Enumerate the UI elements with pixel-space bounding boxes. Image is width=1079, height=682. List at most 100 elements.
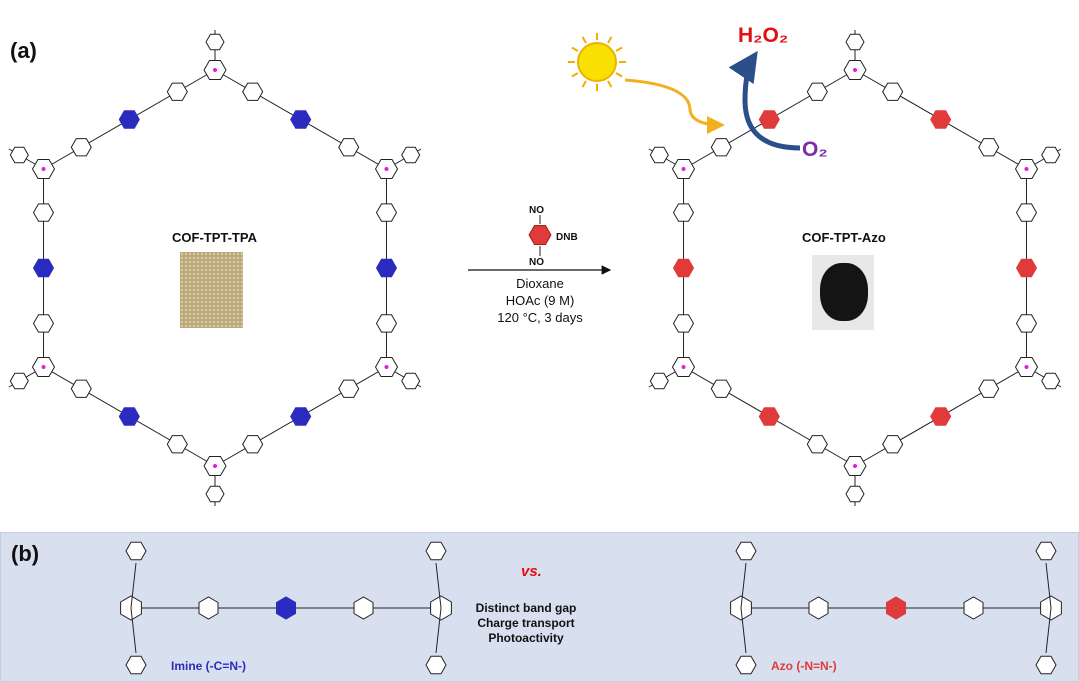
pendant-phenyl-ring xyxy=(401,146,421,164)
azo-linker-ring xyxy=(758,110,780,129)
phenyl-ring xyxy=(375,314,398,333)
sun-ray xyxy=(581,80,587,88)
azo-linker-ring xyxy=(758,407,780,426)
imine-linker-ring xyxy=(290,110,312,129)
o2-label: O₂ xyxy=(802,138,828,161)
phenyl-ring xyxy=(242,435,264,454)
pendant-phenyl-ring xyxy=(649,146,669,164)
azo-linker-ring xyxy=(930,110,952,129)
phenyl-ring xyxy=(70,138,92,157)
pendant-phenyl-ring xyxy=(9,146,29,164)
pendant-phenyl-ring xyxy=(649,372,669,390)
triazine-nitrogen xyxy=(1024,365,1029,369)
pendant-phenyl-ring xyxy=(125,655,147,675)
reagent-bottom-group: NO xyxy=(529,257,544,268)
pendant-phenyl-ring xyxy=(845,33,865,51)
pendant-phenyl-ring xyxy=(1041,372,1061,390)
phenyl-ring xyxy=(710,379,732,398)
triazine-nitrogen xyxy=(41,365,46,369)
triazine-nitrogen xyxy=(384,167,389,171)
pendant-phenyl-ring xyxy=(205,33,225,51)
imine-linker-ring xyxy=(276,596,296,620)
sun-ray xyxy=(607,80,613,88)
phenyl-ring xyxy=(338,379,360,398)
phenyl-ring xyxy=(808,596,829,620)
reagent-name: DNB xyxy=(556,232,578,243)
cof-tpt-azo-powder-photo xyxy=(812,255,874,330)
triazine-nitrogen xyxy=(213,464,217,468)
imine-linker-ring xyxy=(290,407,312,426)
triazine-nitrogen xyxy=(853,464,857,468)
bond xyxy=(740,562,747,609)
phenyl-ring xyxy=(242,82,264,101)
phenyl-ring xyxy=(353,596,374,620)
phenyl-ring xyxy=(70,379,92,398)
panel-a-label: (a) xyxy=(10,38,37,63)
triazine-nitrogen xyxy=(41,167,46,171)
triazine-nitrogen xyxy=(1024,167,1029,171)
bond xyxy=(740,607,747,654)
sun-ray xyxy=(571,46,579,52)
sun-ray xyxy=(581,36,587,44)
phenyl-ring xyxy=(806,82,828,101)
sun-ray xyxy=(571,72,579,78)
pendant-phenyl-ring xyxy=(845,485,865,503)
imine-linker-ring xyxy=(118,110,140,129)
imine-label: Imine (-C=N-) xyxy=(171,659,246,673)
pendant-phenyl-ring xyxy=(205,485,225,503)
bond xyxy=(435,607,442,654)
sun-ray xyxy=(615,72,623,78)
condition-acid: HOAc (9 M) xyxy=(505,293,575,308)
triazine-nitrogen xyxy=(213,68,217,72)
reagent-top-group: NO xyxy=(529,205,544,216)
phenyl-ring xyxy=(166,435,188,454)
phenyl-ring xyxy=(672,203,695,222)
phenyl-ring xyxy=(166,82,188,101)
linker-comparison-structures xyxy=(120,541,1062,675)
bond xyxy=(130,562,137,609)
imine-linker-ring xyxy=(375,258,398,278)
pendant-phenyl-ring xyxy=(125,541,147,561)
azo-linker-ring xyxy=(886,596,906,620)
phenyl-ring xyxy=(882,435,904,454)
phenyl-ring xyxy=(806,435,828,454)
phenyl-ring xyxy=(978,138,1000,157)
phenyl-ring xyxy=(1015,203,1038,222)
reaction-conditions: Dioxane HOAc (9 M) 120 °C, 3 days xyxy=(470,275,610,326)
pendant-phenyl-ring xyxy=(9,372,29,390)
pendant-phenyl-ring xyxy=(425,541,447,561)
pendant-phenyl-ring xyxy=(735,655,757,675)
property-photoactivity: Photoactivity xyxy=(488,631,564,645)
sun-icon xyxy=(568,33,626,91)
triazine-nitrogen xyxy=(853,68,857,72)
left-cof-name: COF-TPT-TPA xyxy=(172,230,257,245)
triazine-nitrogen xyxy=(681,167,686,171)
bond xyxy=(1045,562,1052,609)
oxygen-reduction-arrow xyxy=(728,50,801,151)
phenyl-ring xyxy=(32,314,55,333)
right-cof-name: COF-TPT-Azo xyxy=(802,230,886,245)
phenyl-ring xyxy=(198,596,219,620)
h2o2-label: H₂O₂ xyxy=(738,24,789,47)
light-arrow xyxy=(624,78,725,134)
sun-ray xyxy=(615,46,623,52)
bond xyxy=(435,562,442,609)
azo-label: Azo (-N=N-) xyxy=(771,659,837,673)
panel-b-label: (b) xyxy=(11,541,40,566)
pendant-phenyl-ring xyxy=(401,372,421,390)
dnb-ring xyxy=(528,225,552,245)
versus-label: vs. xyxy=(521,563,542,580)
imine-linker-ring xyxy=(118,407,140,426)
azo-linker-ring xyxy=(672,258,695,278)
pendant-phenyl-ring xyxy=(425,655,447,675)
triazine-nitrogen xyxy=(681,365,686,369)
bond xyxy=(1045,607,1052,654)
phenyl-ring xyxy=(338,138,360,157)
phenyl-ring xyxy=(710,138,732,157)
imine-linker-ring xyxy=(32,258,55,278)
phenyl-ring xyxy=(32,203,55,222)
phenyl-ring xyxy=(672,314,695,333)
azo-linker-ring xyxy=(930,407,952,426)
